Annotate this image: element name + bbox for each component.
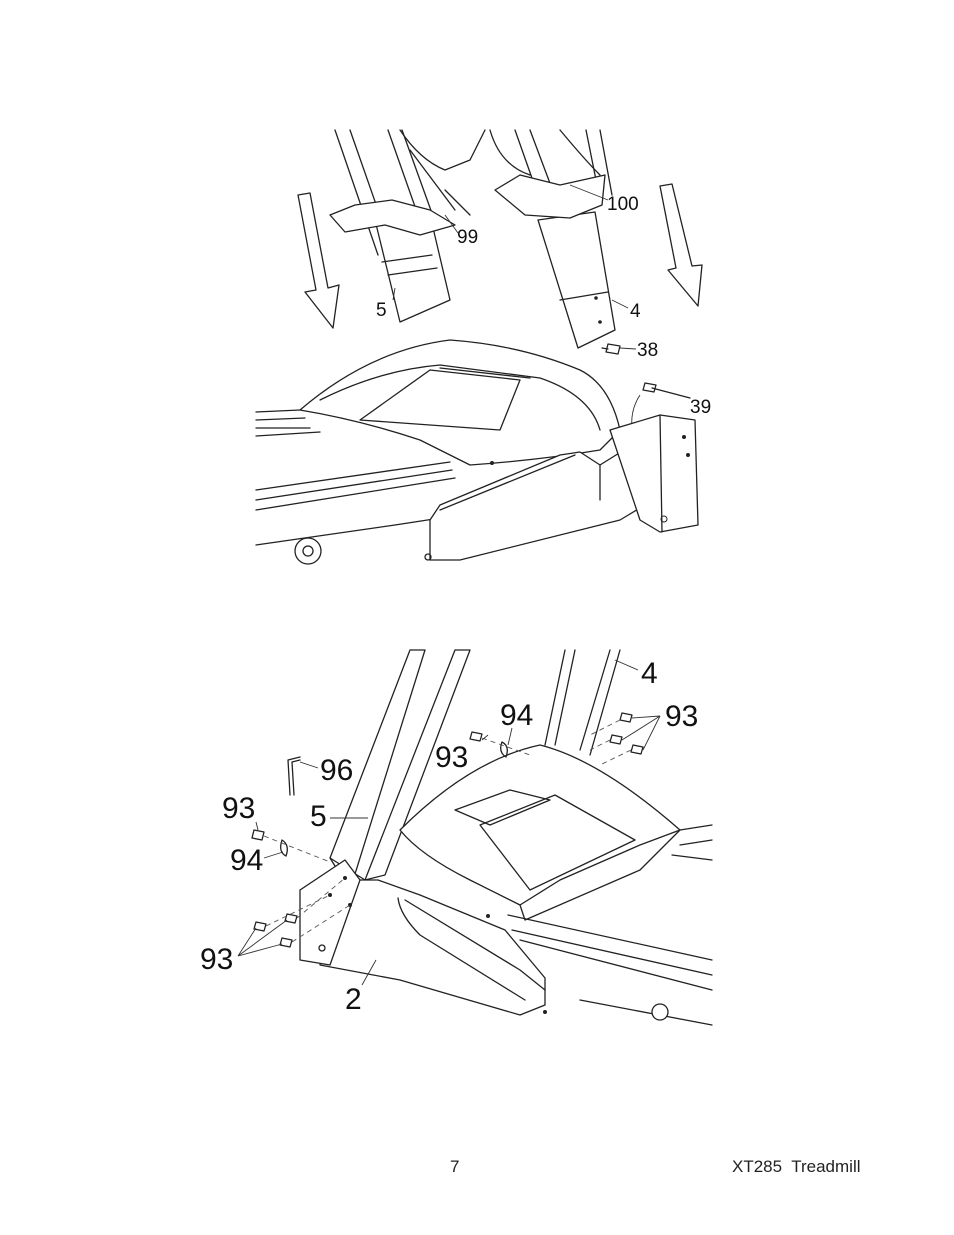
top-assembly-figure bbox=[255, 129, 703, 565]
callout-5: 5 bbox=[376, 300, 387, 321]
right-direction-arrow bbox=[659, 183, 703, 307]
right-upright-part bbox=[489, 129, 616, 349]
treadmill-base-top bbox=[255, 339, 699, 565]
washer-94-left bbox=[280, 839, 288, 857]
wheel bbox=[294, 537, 322, 565]
allen-wrench-96 bbox=[287, 756, 301, 796]
callout-99: 99 bbox=[457, 227, 478, 248]
bolt-93-top bbox=[469, 731, 483, 742]
callout-39: 39 bbox=[690, 397, 711, 418]
callout-94-left: 94 bbox=[230, 844, 263, 877]
callout-93-bottom: 93 bbox=[200, 943, 233, 976]
left-direction-arrow bbox=[297, 192, 340, 329]
callout-4-large: 4 bbox=[641, 657, 658, 690]
callout-5-large: 5 bbox=[310, 800, 327, 833]
callout-93-left: 93 bbox=[222, 792, 255, 825]
callout-94-top: 94 bbox=[500, 699, 533, 732]
callout-93-top: 93 bbox=[435, 741, 468, 774]
callout-93-right: 93 bbox=[665, 700, 698, 733]
bottom-assembly-figure bbox=[237, 649, 713, 1026]
page-number: 7 bbox=[450, 1157, 460, 1176]
bolt-93-left bbox=[251, 829, 265, 841]
bolt-39 bbox=[642, 382, 691, 399]
callout-2: 2 bbox=[345, 983, 362, 1016]
washer-94-top bbox=[500, 741, 508, 758]
right-upright-bottom bbox=[544, 649, 621, 756]
left-upright-part bbox=[329, 129, 486, 323]
bolt-38 bbox=[601, 343, 621, 355]
callout-96: 96 bbox=[320, 754, 353, 787]
model-name: XT285 Treadmill bbox=[732, 1157, 861, 1176]
callout-100: 100 bbox=[607, 194, 639, 215]
callout-38: 38 bbox=[637, 340, 658, 361]
callout-4: 4 bbox=[630, 301, 641, 322]
